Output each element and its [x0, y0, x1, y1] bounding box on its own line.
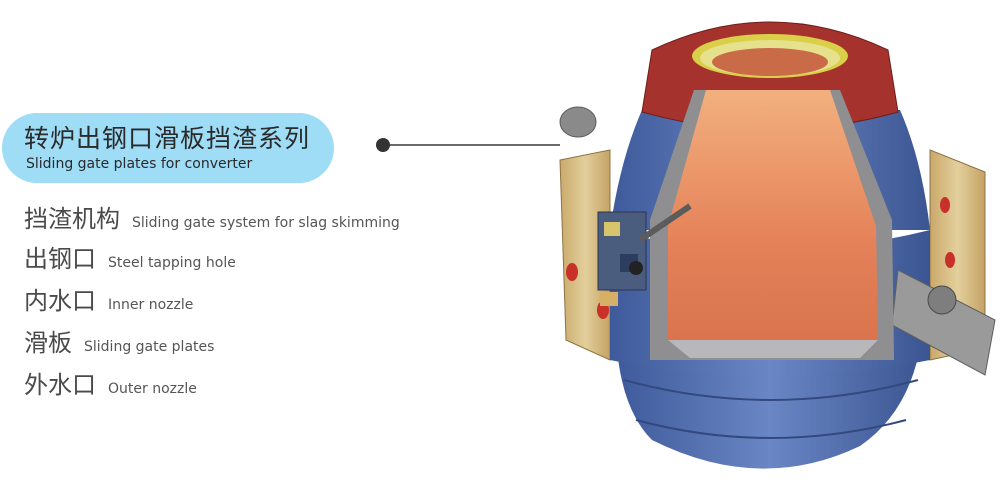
- drive-arm: [891, 269, 996, 376]
- component-item-sliding-plates: 滑板 Sliding gate plates: [24, 323, 214, 358]
- tapping-hole: [638, 203, 692, 243]
- component-item-slag-system: 挡渣机构 Sliding gate system for slag skimmi…: [24, 199, 400, 234]
- component-cn: 挡渣机构: [24, 205, 120, 233]
- component-en: Sliding gate system for slag skimming: [132, 215, 400, 231]
- component-item-outer-nozzle: 外水口 Outer nozzle: [24, 365, 197, 400]
- component-item-inner-nozzle: 内水口 Inner nozzle: [24, 281, 193, 316]
- leader-dot: [376, 138, 390, 152]
- component-cn: 外水口: [24, 371, 96, 399]
- component-en: Inner nozzle: [108, 297, 194, 313]
- component-cn: 滑板: [24, 329, 72, 357]
- component-cn: 出钢口: [24, 245, 96, 273]
- title-en: Sliding gate plates for converter: [26, 156, 253, 172]
- component-cn: 内水口: [24, 287, 96, 315]
- component-item-tapping-hole: 出钢口 Steel tapping hole: [24, 239, 236, 274]
- component-en: Sliding gate plates: [84, 339, 215, 355]
- trunnion-shaft: [559, 106, 597, 138]
- title-pill: [2, 113, 334, 183]
- title-cn: 转炉出钢口滑板挡渣系列: [24, 124, 311, 153]
- component-en: Steel tapping hole: [108, 255, 236, 271]
- converter-interior: [668, 90, 878, 340]
- component-en: Outer nozzle: [108, 381, 197, 397]
